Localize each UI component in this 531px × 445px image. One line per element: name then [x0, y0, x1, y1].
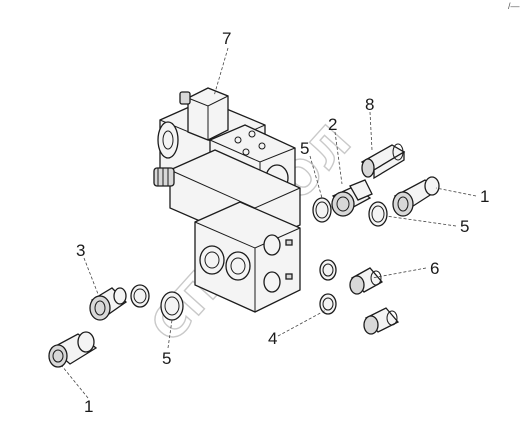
fitting-6-lower: [363, 307, 400, 335]
fitting-1-lower: [48, 331, 98, 368]
callout-5-upper: 5: [300, 139, 309, 158]
callout-2: 2: [328, 115, 337, 134]
o-ring-left-1: [130, 284, 150, 308]
lower-block: [194, 201, 301, 313]
fitting-3: [89, 287, 128, 321]
o-ring-4-upper: [319, 259, 337, 281]
callout-4: 4: [268, 329, 277, 348]
fitting-6-upper: [349, 267, 384, 295]
callout-6: 6: [430, 259, 439, 278]
fitting-8: [360, 143, 406, 180]
leader-lines: [61, 47, 477, 399]
callout-5-lower: 5: [162, 349, 171, 368]
valve-assembly: [153, 87, 301, 313]
callout-1-upper: 1: [480, 187, 489, 206]
callout-3: 3: [76, 241, 85, 260]
o-ring-left-2: [160, 291, 184, 321]
callout-5-right: 5: [460, 217, 469, 236]
fitting-2: [331, 179, 373, 217]
callout-7: 7: [222, 29, 231, 48]
fitting-1-upper: [392, 176, 440, 217]
callout-8: 8: [365, 95, 374, 114]
corner-mark: /—: [508, 1, 520, 11]
o-ring-4-lower: [319, 293, 337, 315]
solenoid-connector: [179, 87, 229, 141]
callout-1-lower: 1: [84, 397, 93, 416]
